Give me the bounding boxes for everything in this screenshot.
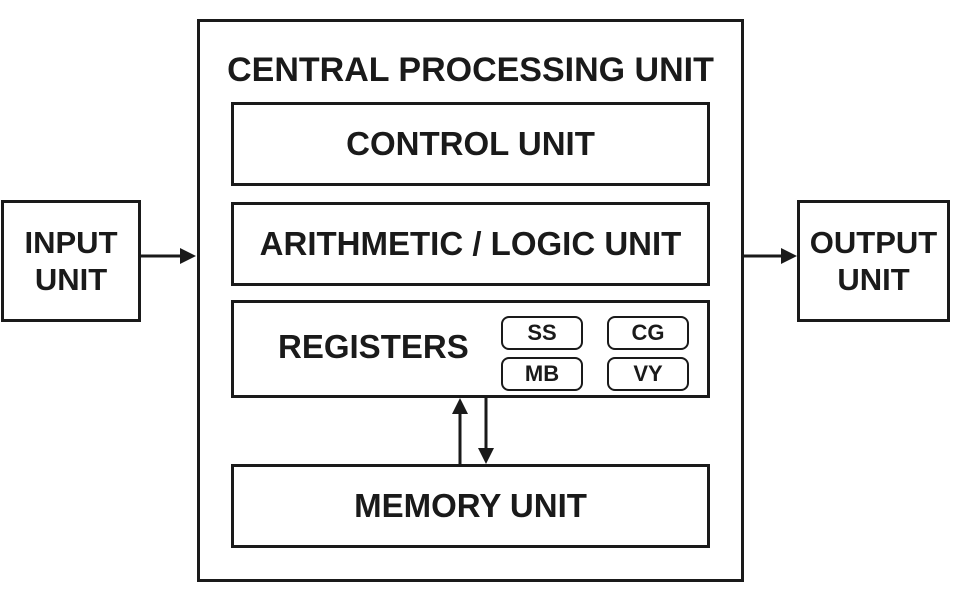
input-unit-box: INPUT UNIT (1, 200, 141, 322)
registers-label: REGISTERS (278, 328, 469, 365)
alu-box: ARITHMETIC / LOGIC UNIT (231, 202, 710, 286)
output-unit-box: OUTPUT UNIT (797, 200, 950, 322)
output-unit-label-line1: OUTPUT (809, 225, 938, 260)
alu-label: ARITHMETIC / LOGIC UNIT (259, 225, 682, 262)
input-unit-label-line2: UNIT (34, 262, 108, 297)
input-to-cpu-arrowhead (180, 248, 196, 264)
memory-to-registers-arrowhead (452, 398, 468, 414)
control-unit-label: CONTROL UNIT (346, 125, 595, 162)
cpu-to-output-arrowhead (781, 248, 797, 264)
registers-box: REGISTERS SS CG MB VY (231, 300, 710, 398)
register-mb: MB (501, 357, 583, 391)
register-vy: VY (607, 357, 689, 391)
output-unit-label-line2: UNIT (837, 262, 910, 297)
memory-unit-label: MEMORY UNIT (354, 487, 587, 524)
register-ss: SS (501, 316, 583, 350)
cpu-title: CENTRAL PROCESSING UNIT (227, 51, 714, 89)
register-cg: CG (607, 316, 689, 350)
input-unit-label-line1: INPUT (24, 225, 118, 260)
memory-unit-box: MEMORY UNIT (231, 464, 710, 548)
registers-to-memory-arrowhead (478, 448, 494, 464)
control-unit-box: CONTROL UNIT (231, 102, 710, 186)
